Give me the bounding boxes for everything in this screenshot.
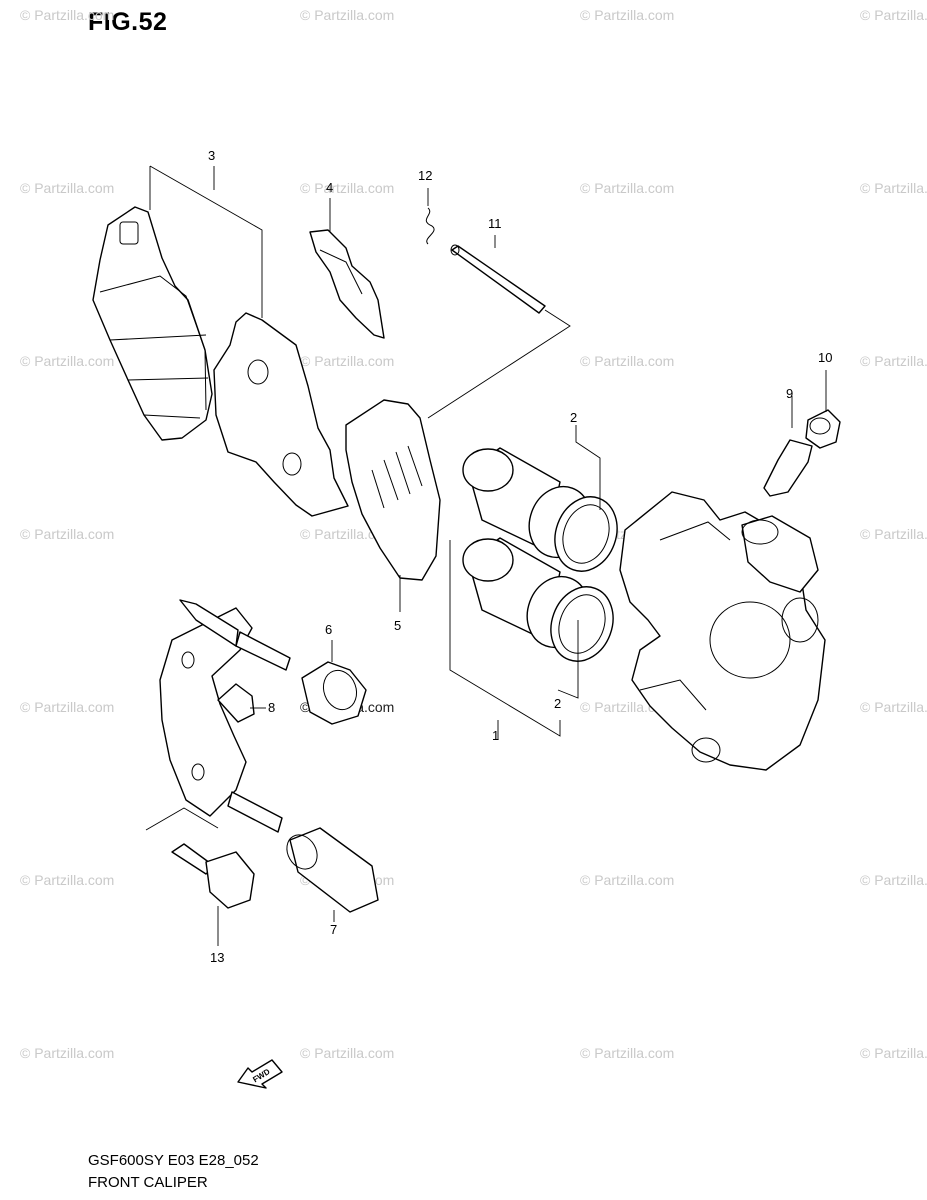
slide-pin-part-7	[286, 827, 379, 913]
watermark: © Partzilla.com	[860, 1045, 927, 1061]
watermark: © Partzilla.com	[20, 7, 114, 23]
pad-clip-part-5	[309, 229, 385, 339]
watermark: © Partzilla.com	[860, 7, 927, 23]
callout-8: 8	[268, 700, 275, 715]
bleeder-valve-part-9	[763, 439, 813, 497]
section-name: FRONT CALIPER	[88, 1174, 208, 1191]
callout-labels: 3 4 12 11 2 5 2 1 6 8 7 13 9 10	[208, 148, 832, 965]
callout-13: 13	[210, 950, 224, 965]
callout-9: 9	[786, 386, 793, 401]
watermark: © Partzilla.com	[20, 353, 114, 369]
watermark: © Partzilla.com	[860, 180, 927, 196]
watermark: © Partzilla.com	[300, 353, 394, 369]
watermark: © Partzilla.com	[300, 1045, 394, 1061]
caliper-bracket	[159, 599, 291, 833]
callout-1: 1	[492, 728, 499, 743]
watermark: © Partzilla.com	[860, 526, 927, 542]
watermark: © Partzilla.com	[20, 872, 114, 888]
watermark: © Partzilla.com	[20, 526, 114, 542]
pad-shim	[213, 312, 349, 517]
bolt-part-13	[171, 843, 255, 909]
callout-12: 12	[418, 168, 432, 183]
caliper-body	[619, 491, 826, 771]
pin-boot-part-6	[301, 661, 367, 725]
watermark: © Partzilla.com	[20, 1045, 114, 1061]
model-code: GSF600SY E03 E28_052	[88, 1152, 259, 1169]
watermark: © Partzilla.com	[580, 7, 674, 23]
callout-11: 11	[488, 216, 502, 231]
watermark: © Partzilla.com	[860, 872, 927, 888]
boot-part-8	[217, 683, 255, 723]
callout-2-upper: 2	[570, 410, 577, 425]
clip-pin-part-12	[425, 207, 435, 245]
pad-pin-part-11	[450, 244, 546, 314]
watermark: © Partzilla.com	[860, 699, 927, 715]
callout-6: 6	[325, 622, 332, 637]
watermark: © Partzilla.com	[20, 180, 114, 196]
figure-title: FIG.52	[88, 8, 168, 36]
callout-5: 4	[326, 180, 333, 195]
watermark: © Partzilla.com	[300, 180, 394, 196]
watermark: © Partzilla.com	[860, 353, 927, 369]
callout-7: 7	[330, 922, 337, 937]
callout-4: 5	[394, 618, 401, 633]
callout-3: 3	[208, 148, 215, 163]
watermark: © Partzilla.com	[580, 353, 674, 369]
watermark: © Partzilla.com	[580, 872, 674, 888]
watermark: © Partzilla.com	[580, 180, 674, 196]
pad-spring-part-4	[345, 399, 441, 581]
piston-seal-upper-part-2	[528, 485, 618, 572]
watermark: © Partzilla.com	[300, 7, 394, 23]
watermark: © Partzilla.com	[580, 1045, 674, 1061]
watermark: © Partzilla.com	[20, 699, 114, 715]
fwd-arrow-icon: FWD	[237, 1059, 283, 1089]
bleeder-cap-part-10	[805, 409, 841, 449]
callout-2-lower: 2	[554, 696, 561, 711]
leader-lines	[145, 165, 827, 946]
brake-pad-part-3	[92, 206, 213, 441]
piston-seal-lower-part-2	[526, 575, 614, 662]
callout-10: 10	[818, 350, 832, 365]
